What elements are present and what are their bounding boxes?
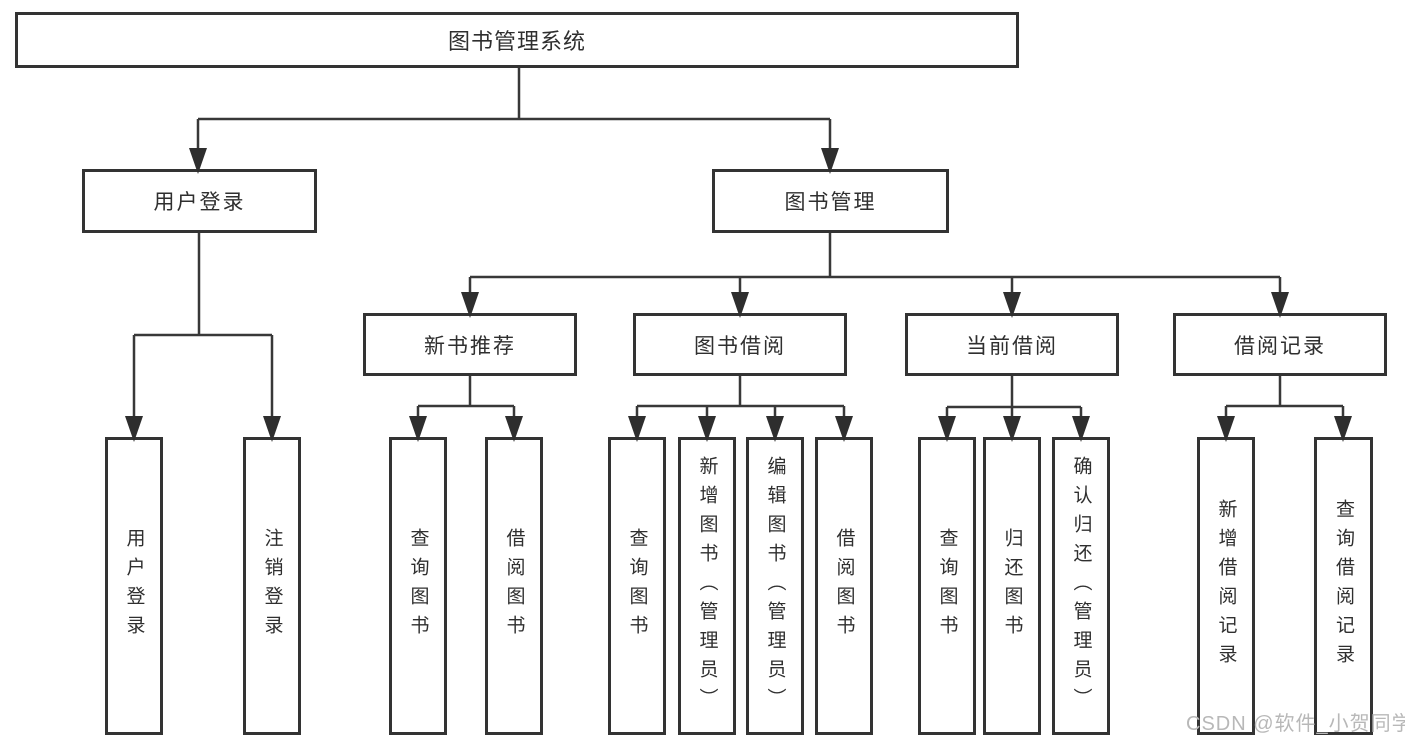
node-label: 借阅记录 (1234, 334, 1326, 358)
leaf-query-book-2: 查询图书 (608, 437, 666, 735)
node-label: 新书推荐 (424, 334, 516, 358)
leaf-query-book-1: 查询图书 (389, 437, 447, 735)
node-book-management-branch: 图书管理 (712, 169, 949, 233)
leaf-label: 新增图书（管理员） (696, 455, 718, 717)
node-user-login-branch: 用户登录 (82, 169, 317, 233)
leaf-label: 查询图书 (626, 528, 648, 644)
leaf-label: 查询图书 (407, 528, 429, 644)
leaf-return-book: 归还图书 (983, 437, 1041, 735)
node-label: 图书管理系统 (447, 29, 586, 54)
node-root-system: 图书管理系统 (15, 12, 1019, 68)
leaf-label: 归还图书 (1001, 528, 1023, 644)
node-current-borrow: 当前借阅 (905, 313, 1119, 376)
node-label: 图书借阅 (694, 334, 786, 358)
leaf-edit-book-admin: 编辑图书（管理员） (746, 437, 804, 735)
node-book-borrow: 图书借阅 (633, 313, 847, 376)
leaf-add-book-admin: 新增图书（管理员） (678, 437, 736, 735)
leaf-label: 查询借阅记录 (1333, 499, 1354, 673)
leaf-user-login: 用户登录 (105, 437, 163, 735)
leaf-query-book-3: 查询图书 (918, 437, 976, 735)
node-label: 用户登录 (153, 191, 246, 214)
leaf-label: 编辑图书（管理员） (764, 455, 786, 717)
leaf-label: 确认归还（管理员） (1070, 455, 1092, 717)
node-new-book-recommend: 新书推荐 (363, 313, 577, 376)
node-borrow-records: 借阅记录 (1173, 313, 1387, 376)
leaf-label: 用户登录 (123, 528, 145, 644)
leaf-borrow-book-1: 借阅图书 (485, 437, 543, 735)
node-label: 当前借阅 (966, 334, 1058, 358)
leaf-borrow-book-2: 借阅图书 (815, 437, 873, 735)
node-label: 图书管理 (784, 191, 877, 214)
leaf-label: 注销登录 (261, 528, 283, 644)
leaf-query-borrow-record: 查询借阅记录 (1314, 437, 1373, 735)
leaf-add-borrow-record: 新增借阅记录 (1197, 437, 1255, 735)
leaf-label: 借阅图书 (503, 528, 525, 644)
leaf-label: 查询图书 (936, 528, 958, 644)
csdn-watermark: CSDN @软件_小贺同学 (1186, 713, 1405, 735)
leaf-confirm-return-admin: 确认归还（管理员） (1052, 437, 1110, 735)
leaf-label: 借阅图书 (833, 528, 855, 644)
leaf-label: 新增借阅记录 (1215, 499, 1237, 673)
leaf-logout: 注销登录 (243, 437, 301, 735)
